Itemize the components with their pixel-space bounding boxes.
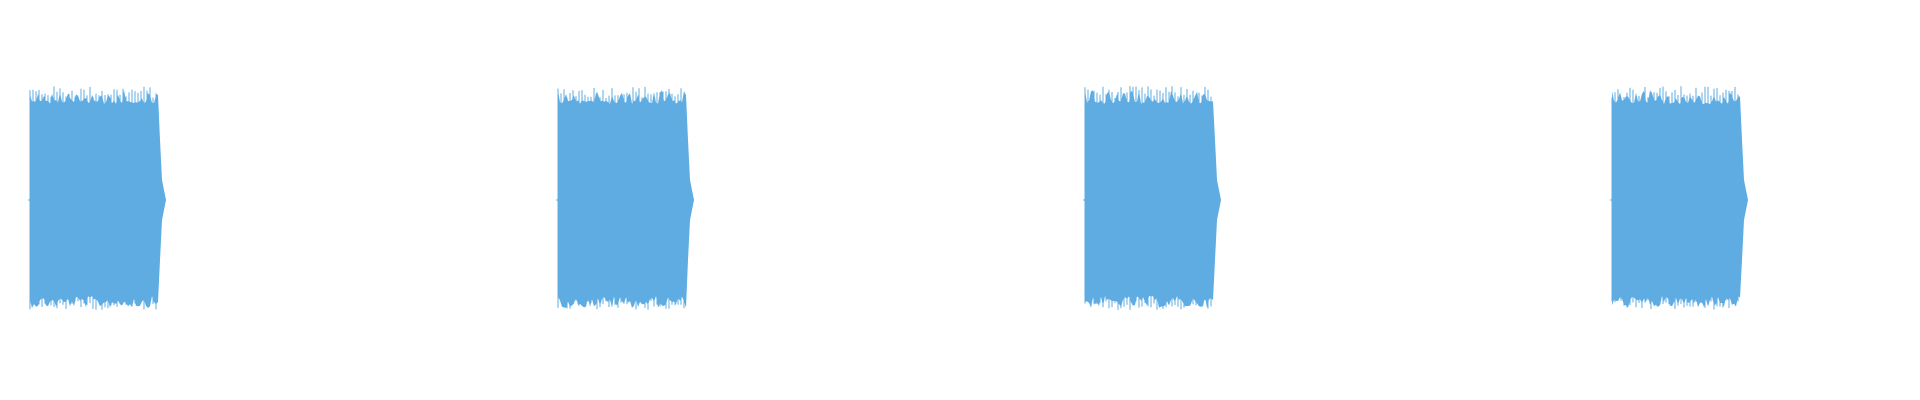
waveform-burst xyxy=(556,86,694,310)
waveform-burst-body xyxy=(30,90,166,308)
waveform-burst xyxy=(1083,86,1221,310)
waveform-burst xyxy=(28,86,166,310)
waveform-burst-body xyxy=(1085,90,1221,308)
waveform-burst-body xyxy=(1612,90,1748,308)
waveform-burst-body xyxy=(558,90,694,308)
waveform-burst xyxy=(1610,86,1748,310)
